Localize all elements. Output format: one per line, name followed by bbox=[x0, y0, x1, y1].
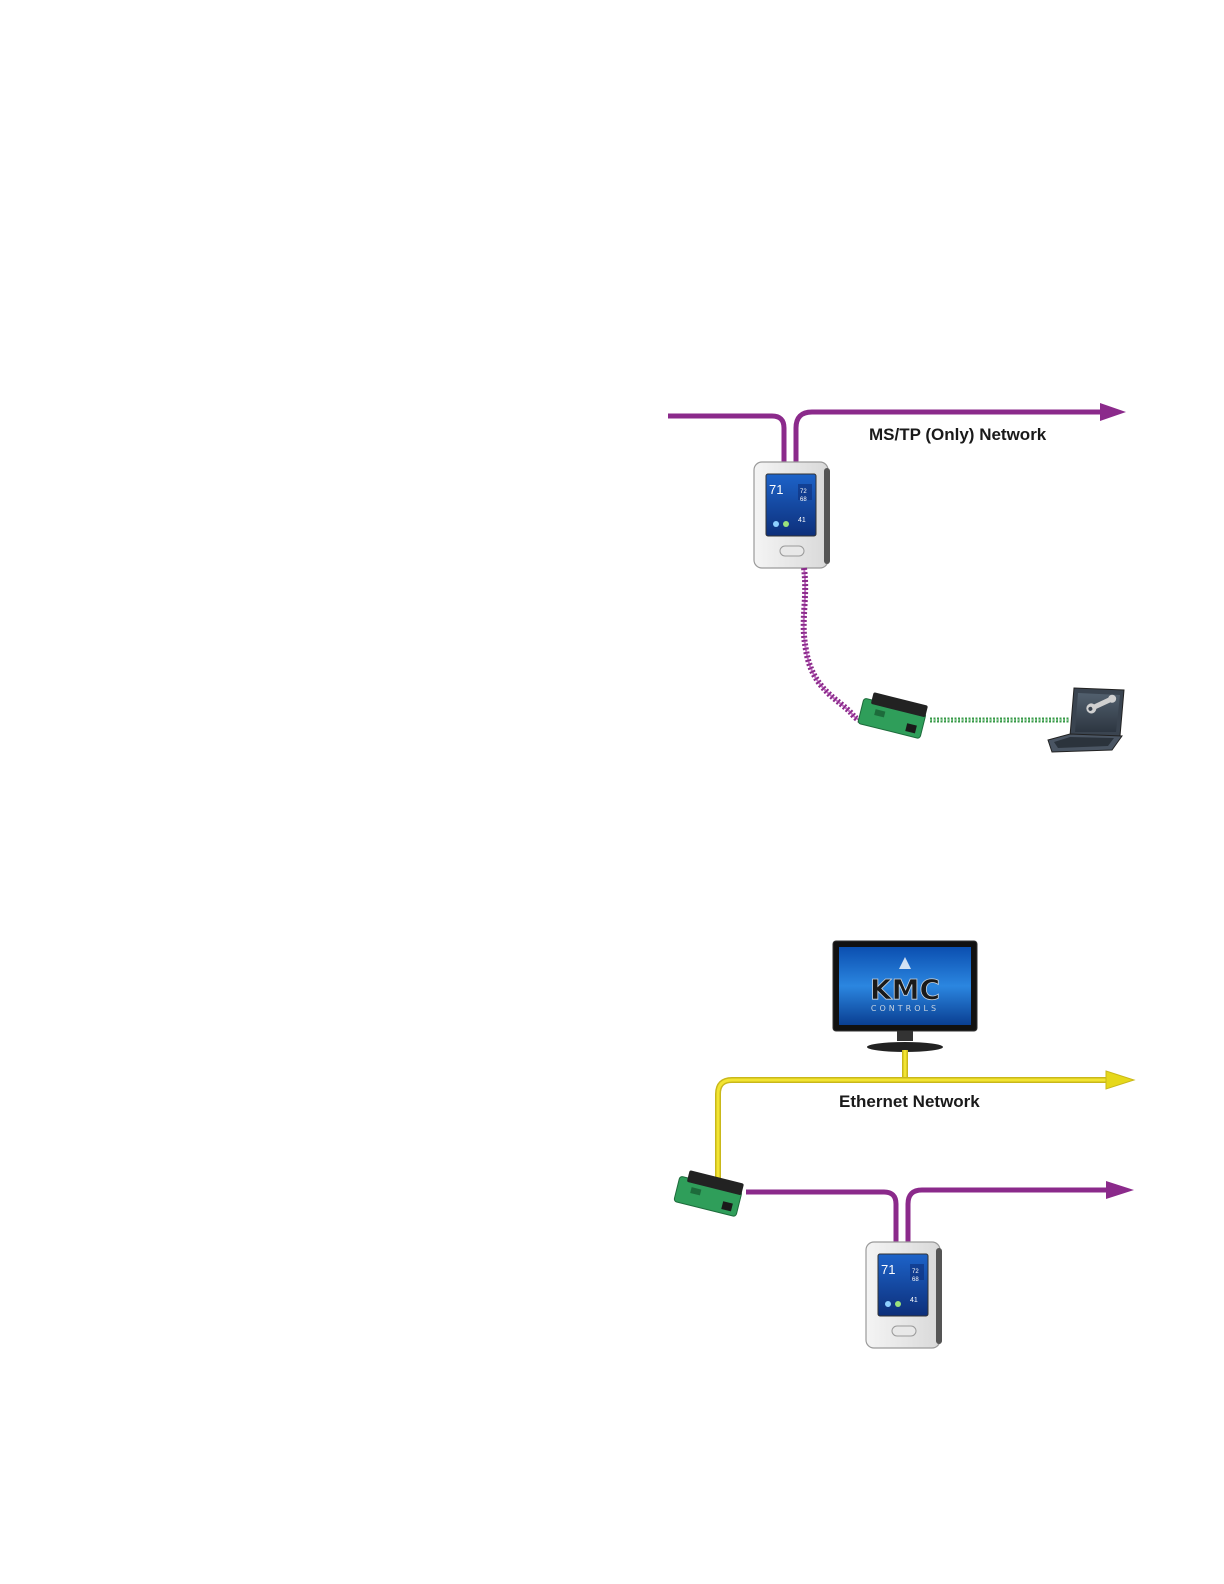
ethernet-network-label: Ethernet Network bbox=[839, 1092, 980, 1112]
thermostat-temp: 71 bbox=[881, 1262, 895, 1277]
router-icon bbox=[674, 1168, 744, 1216]
ethernet-network-line bbox=[718, 1050, 1134, 1186]
thermostat-icon: 71 72 68 41 bbox=[754, 462, 830, 568]
laptop-icon bbox=[1048, 688, 1124, 752]
thermostat-value-a: 72 bbox=[912, 1269, 919, 1275]
thermostat-value-b: 68 bbox=[912, 1277, 919, 1283]
mstp-network-line-2 bbox=[746, 1181, 1134, 1246]
thermostat-value-b: 68 bbox=[800, 497, 807, 503]
thermostat-temp: 71 bbox=[769, 482, 783, 497]
monitor-logo-subtext: CONTROLS bbox=[871, 1004, 939, 1013]
communicator-icon bbox=[858, 690, 928, 738]
thermostat-value-a: 72 bbox=[800, 489, 807, 495]
mstp-network-label: MS/TP (Only) Network bbox=[869, 425, 1046, 445]
monitor-logo-text: KMC bbox=[870, 973, 940, 1006]
ethernet-diagram: KMC CONTROLS bbox=[674, 941, 1134, 1348]
thermostat-icon: 71 72 68 41 bbox=[866, 1242, 942, 1348]
monitor-icon: KMC CONTROLS bbox=[833, 941, 977, 1052]
thermostat-value-c: 41 bbox=[910, 1297, 918, 1304]
thermostat-value-c: 41 bbox=[798, 517, 806, 524]
mstp-diagram: 71 72 68 41 bbox=[668, 403, 1126, 752]
mstp-coiled-cable bbox=[804, 568, 872, 721]
